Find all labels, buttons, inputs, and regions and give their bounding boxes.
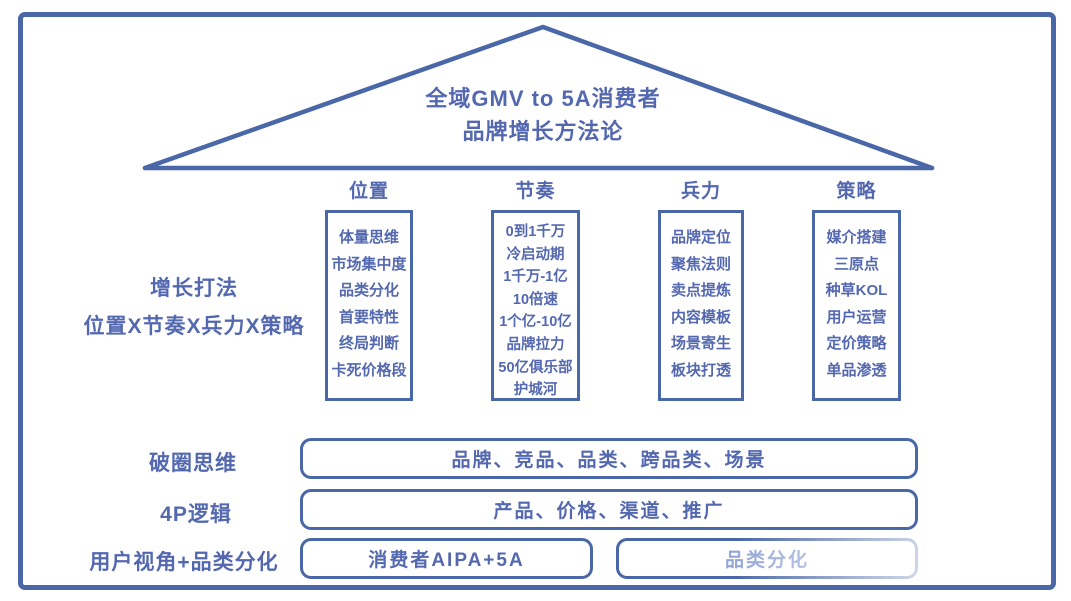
pillar-item: 内容模板: [670, 308, 731, 326]
layer-label-circle-breaking: 破圈思维: [149, 452, 237, 475]
pillar-header-force: 兵力: [680, 181, 721, 202]
pillar-item: 首要特性: [338, 308, 399, 326]
outer-frame: [18, 12, 1056, 590]
pillar-item: 三原点: [833, 255, 879, 273]
pillar-item: 板块打透: [670, 361, 731, 379]
pillar-item: 用户运营: [826, 308, 887, 326]
growth-method-label-line1: 增长打法: [150, 277, 238, 300]
layer-label-4p-logic: 4P逻辑: [160, 503, 232, 526]
pillar-item: 单品渗透: [826, 361, 887, 379]
pillar-item: 冷启动期: [506, 246, 565, 263]
pillar-item: 护城河: [513, 382, 558, 399]
pillar-item: 媒介搭建: [826, 229, 887, 246]
pillar-header-position: 位置: [348, 181, 389, 202]
pillar-header-strategy: 策略: [836, 181, 877, 202]
pillar-item: 市场集中度: [331, 255, 407, 273]
growth-method-label: 增长打法 位置X节奏X兵力X策略: [58, 270, 330, 346]
layer-bar-consumer-aipa: 消费者AIPA+5A: [300, 538, 593, 579]
pillar-column-position: 位置 体量思维市场集中度品类分化首要特性终局判断卡死价格段: [325, 176, 413, 401]
pillar-box-force: 品牌定位聚焦法则卖点提炼内容模板场景寄生板块打透: [658, 210, 744, 401]
diagram-title-line2: 品牌增长方法论: [462, 119, 624, 144]
layer-bar-circle-breaking: 品牌、竞品、品类、跨品类、场景: [300, 438, 918, 479]
pillar-item: 聚焦法则: [670, 255, 731, 273]
pillar-item: 0到1千万: [505, 224, 566, 240]
pillar-item: 种草KOL: [825, 282, 888, 299]
pillar-item: 品类分化: [338, 282, 399, 299]
pillar-item: 品牌拉力: [506, 336, 565, 353]
pillar-column-force: 兵力 品牌定位聚焦法则卖点提炼内容模板场景寄生板块打透: [658, 176, 744, 401]
layer-bar-category-split: 品类分化: [616, 536, 921, 581]
growth-method-label-line2: 位置X节奏X兵力X策略: [83, 315, 305, 338]
pillar-item: 10倍速: [512, 291, 559, 308]
pillar-item: 终局判断: [338, 335, 399, 352]
pillar-header-pace: 节奏: [515, 181, 556, 202]
pillar-box-position: 体量思维市场集中度品类分化首要特性终局判断卡死价格段: [325, 210, 413, 401]
pillar-box-pace: 0到1千万冷启动期 1千万-1亿 10倍速 1个亿-10亿品牌拉力 50亿俱乐部护城河: [491, 210, 580, 401]
pillar-column-pace: 节奏 0到1千万冷启动期 1千万-1亿 10倍速 1个亿-10亿品牌拉力 50亿俱乐部护…: [491, 176, 580, 401]
pillar-item: 定价策略: [826, 335, 887, 352]
diagram-title-line1: 全域GMV to 5A消费者: [425, 86, 661, 111]
pillar-item: 卡死价格段: [331, 361, 407, 379]
pillar-box-strategy: 媒介搭建三原点种草KOL 用户运营定价策略单品渗透: [812, 210, 901, 401]
pillar-item: 卖点提炼: [670, 282, 731, 299]
layer-bar-4p-logic: 产品、价格、渠道、推广: [300, 489, 918, 530]
pillar-item: 品牌定位: [670, 229, 731, 246]
pillar-item: 50亿俱乐部: [498, 359, 573, 376]
pillar-item: 1千万-1亿: [503, 269, 568, 286]
pillar-column-strategy: 策略 媒介搭建三原点种草KOL 用户运营定价策略单品渗透: [812, 176, 901, 401]
pillar-item: 体量思维: [338, 229, 399, 246]
pillar-item: 1个亿-10亿: [499, 314, 572, 331]
diagram-title: 全域GMV to 5A消费者 品牌增长方法论: [343, 82, 743, 148]
layer-label-user-view: 用户视角+品类分化: [89, 551, 279, 574]
pillar-item: 场景寄生: [670, 335, 731, 352]
